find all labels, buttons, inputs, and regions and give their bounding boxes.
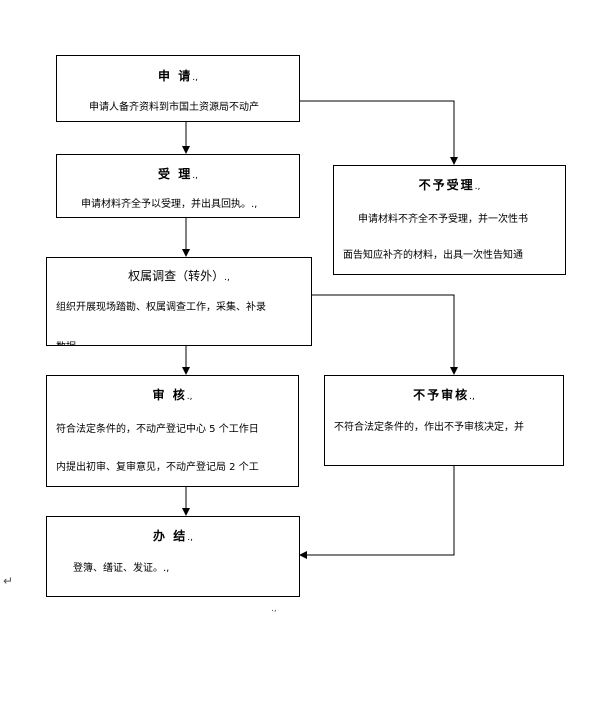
- survey-title: 权属调查（转外）.,: [47, 267, 311, 284]
- reject-accept-text-2: 面告知应补齐的材料，出具一次性告知通: [343, 250, 523, 261]
- review-title-text: 审 核: [152, 388, 187, 402]
- reject-review-title-mark: .,: [469, 392, 475, 402]
- accept-title: 受 理.,: [57, 165, 299, 182]
- complete-title-mark: .,: [187, 533, 193, 543]
- review-title-mark: .,: [186, 392, 193, 402]
- apply-title: 申 请.,: [57, 67, 299, 84]
- return-mark: ↵: [3, 574, 14, 588]
- review-box: 审 核., 符合法定条件的，不动产登记中心 5 个工作日 内提出初审、复审意见，…: [46, 375, 299, 487]
- survey-title-text: 权属调查（转外）: [128, 269, 225, 283]
- reject-review-box: 不予审核., 不符合法定条件的，作出不予审核决定，并: [324, 375, 564, 466]
- reject-review-title: 不予审核.,: [325, 386, 563, 403]
- complete-text-1: 登簿、缮证、发证。.,: [73, 563, 170, 574]
- accept-box: 受 理., 申请材料齐全予以受理，并出具回执。.,: [56, 154, 300, 218]
- reject-accept-title-mark: .,: [474, 182, 481, 192]
- review-text-1: 符合法定条件的，不动产登记中心 5 个工作日: [56, 424, 259, 435]
- apply-title-text: 申 请: [158, 69, 193, 83]
- survey-text-2: 数据: [56, 338, 76, 345]
- accept-title-text: 受 理: [158, 167, 193, 181]
- survey-text-1: 组织开展现场踏勘、权属调查工作，采集、补录: [56, 302, 266, 313]
- arrow-apply-to-reject-accept: [300, 100, 458, 165]
- stray-mark: .,: [271, 604, 277, 614]
- arrow-survey-to-reject-review: [312, 294, 458, 375]
- reject-accept-title-text: 不予受理: [418, 178, 475, 192]
- apply-title-mark: .,: [192, 73, 198, 83]
- accept-title-mark: .,: [192, 171, 198, 181]
- reject-accept-title: 不予受理.,: [334, 176, 565, 193]
- reject-review-text-1: 不符合法定条件的，作出不予审核决定，并: [334, 422, 524, 433]
- reject-accept-text-1: 申请材料不齐全不予受理，并一次性书: [358, 214, 528, 225]
- complete-title-text: 办 结: [153, 529, 188, 543]
- survey-title-mark: .,: [224, 273, 230, 283]
- reject-review-title-text: 不予审核: [413, 388, 470, 402]
- complete-box: 办 结., 登簿、缮证、发证。.,: [46, 516, 300, 597]
- accept-text-1: 申请材料齐全予以受理，并出具回执。.,: [81, 199, 258, 210]
- apply-box: 申 请., 申请人备齐资料到市国土资源局不动产: [56, 55, 300, 122]
- survey-box: 权属调查（转外）., 组织开展现场踏勘、权属调查工作，采集、补录 数据: [46, 257, 312, 346]
- arrow-reject-review-to-complete: [299, 466, 455, 559]
- apply-text-1: 申请人备齐资料到市国土资源局不动产: [89, 102, 259, 113]
- review-text-2: 内提出初审、复审意见，不动产登记局 2 个工: [56, 462, 259, 473]
- complete-title: 办 结.,: [47, 527, 299, 544]
- reject-accept-box: 不予受理., 申请材料不齐全不予受理，并一次性书 面告知应补齐的材料，出具一次性…: [333, 165, 566, 275]
- review-title: 审 核.,: [47, 386, 298, 403]
